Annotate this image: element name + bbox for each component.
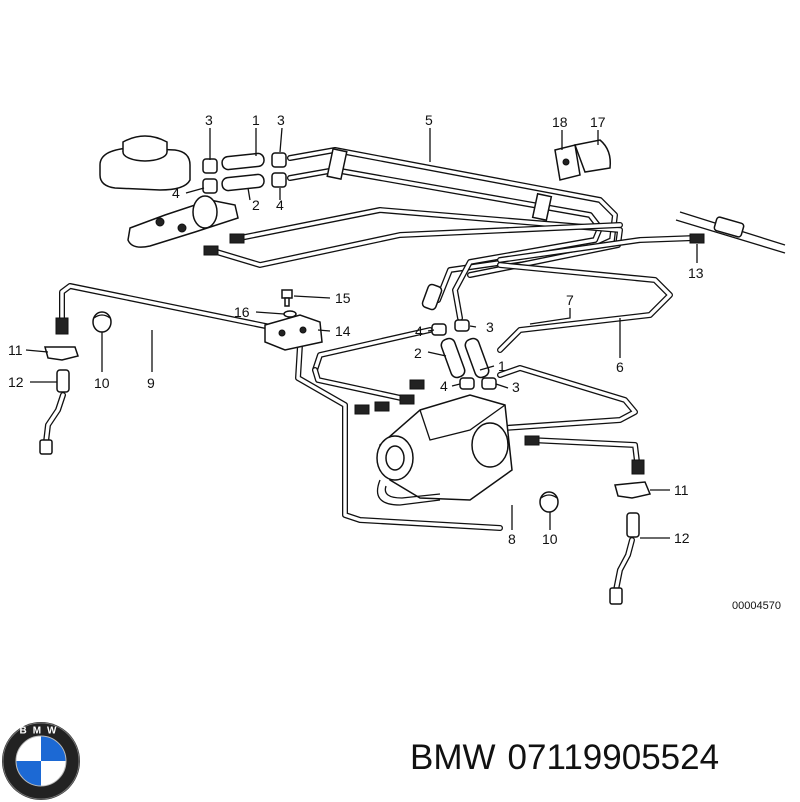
callout-16: 16 — [234, 304, 250, 320]
callout-4: 4 — [172, 185, 180, 201]
callout-11: 11 — [674, 482, 689, 498]
callout-2: 2 — [414, 345, 422, 361]
center-hoses — [421, 283, 497, 390]
rear-axle-line — [675, 211, 786, 254]
callout-7: 7 — [566, 292, 574, 308]
part-number: 07119905524 — [507, 738, 720, 777]
callout-10: 10 — [542, 531, 558, 547]
bmw-logo: BMW — [2, 722, 80, 800]
callout-3: 3 — [277, 112, 285, 128]
callout-4: 4 — [276, 197, 284, 213]
bmw-logo-lettering: BMW — [20, 726, 63, 737]
callout-4: 4 — [440, 378, 448, 394]
callout-13: 13 — [688, 265, 704, 281]
upper-hoses — [202, 152, 287, 194]
callout-6: 6 — [616, 359, 624, 375]
left-brake-hose — [39, 311, 112, 455]
callout-1: 1 — [252, 112, 260, 128]
brand-part-number-line: BMW 07119905524 — [410, 738, 719, 778]
brake-pipes — [207, 147, 698, 353]
brake-fluid-reservoir — [99, 135, 191, 191]
valve-bracket — [264, 289, 323, 351]
callout-1: 1 — [498, 358, 506, 374]
master-cylinder — [127, 195, 239, 248]
pipe-fittings — [55, 233, 705, 475]
abs-pump-unit — [376, 394, 513, 506]
callout-10: 10 — [94, 375, 110, 391]
callout-11: 11 — [8, 342, 23, 358]
callout-12: 12 — [674, 530, 690, 546]
callout-3: 3 — [205, 112, 213, 128]
diagram-reference-number: 00004570 — [732, 600, 781, 612]
callout-2: 2 — [252, 197, 260, 213]
callout-8: 8 — [508, 531, 516, 547]
right-brake-hose — [539, 481, 652, 605]
callout-18: 18 — [552, 114, 568, 130]
leader-lines — [25, 127, 698, 539]
pipe-clip — [554, 139, 612, 181]
callout-12: 12 — [8, 374, 24, 390]
callout-4: 4 — [415, 323, 423, 339]
callout-9: 9 — [147, 375, 155, 391]
callout-17: 17 — [590, 114, 606, 130]
callout-5: 5 — [425, 112, 433, 128]
brand-name: BMW — [410, 738, 496, 777]
callout-3: 3 — [486, 319, 494, 335]
callout-labels: 3 1 3 4 2 4 5 18 17 13 15 16 14 7 6 4 3 … — [8, 112, 704, 547]
callout-3: 3 — [512, 379, 520, 395]
callout-14: 14 — [335, 323, 351, 339]
callout-15: 15 — [335, 290, 351, 306]
